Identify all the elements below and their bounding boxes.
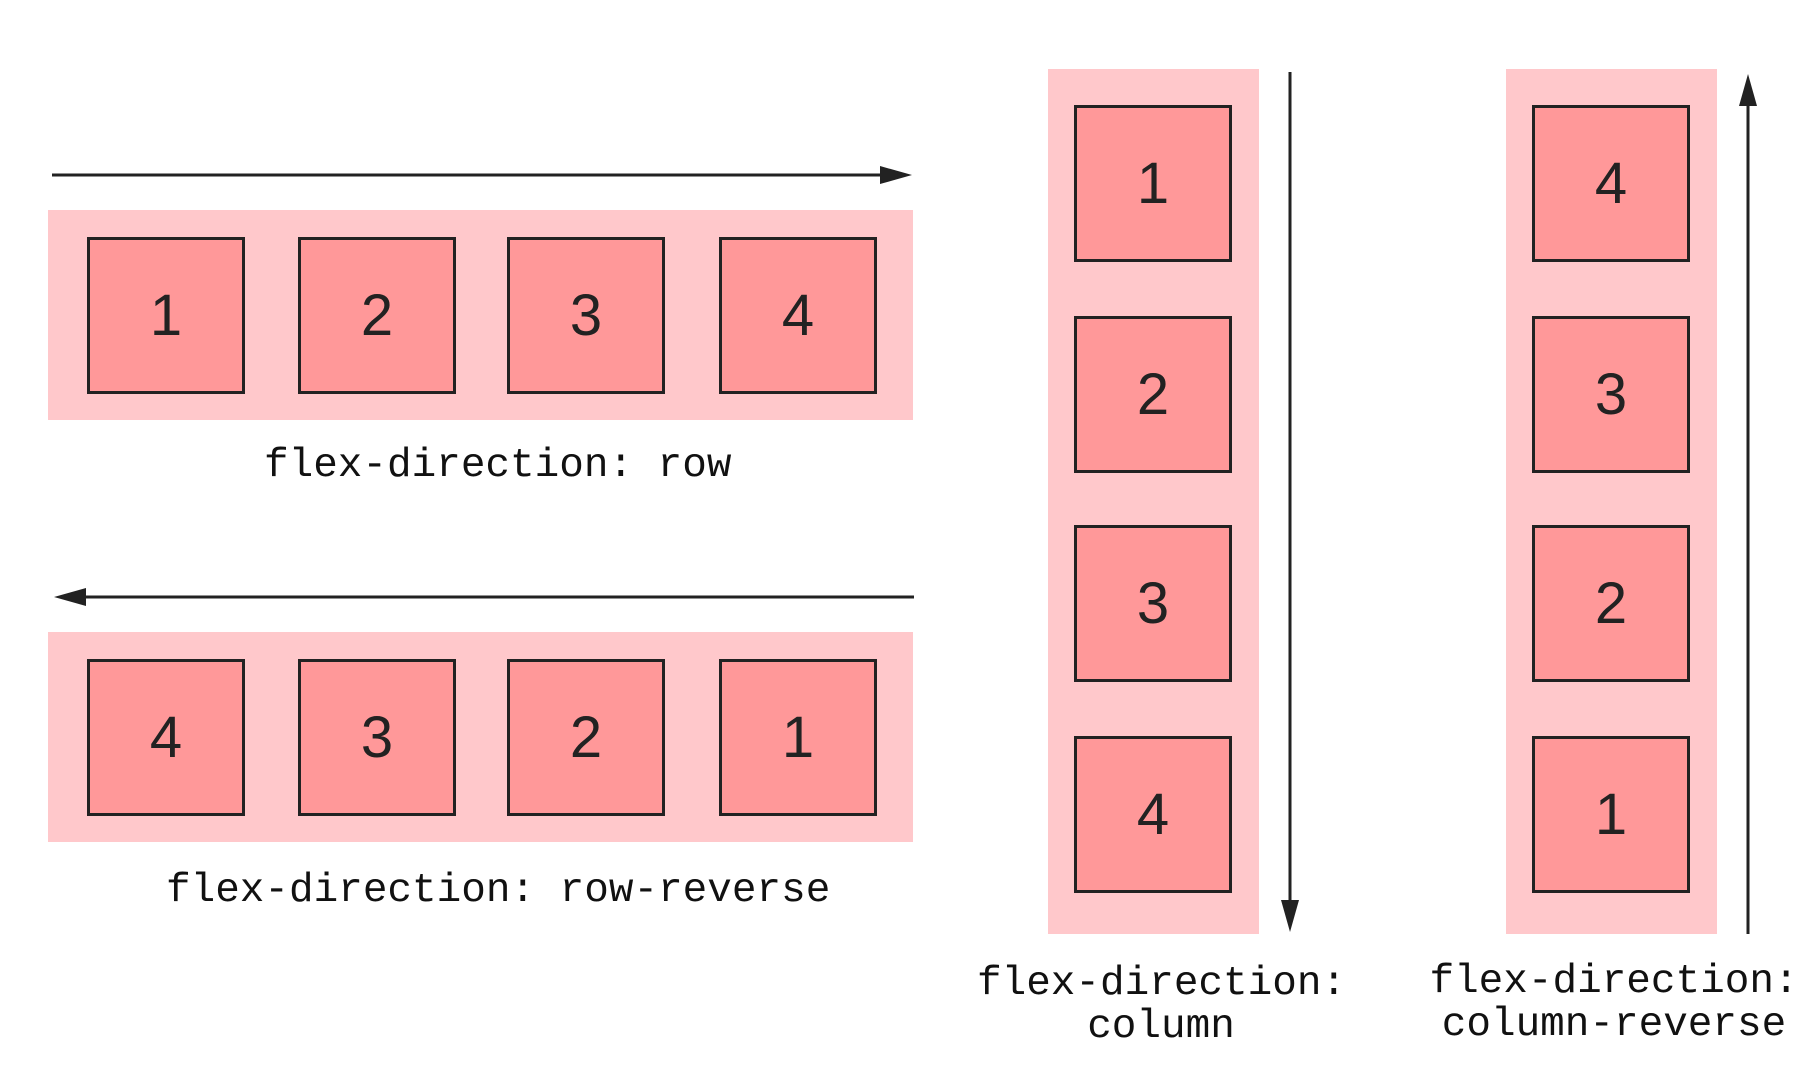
- column-flex-container: 1 2 3 4: [1048, 69, 1259, 934]
- row-direction-arrow: [52, 166, 912, 184]
- column-reverse-flex-container: 4 3 2 1: [1506, 69, 1717, 934]
- column-reverse-caption-line2: column-reverse: [1441, 1002, 1787, 1048]
- column-reverse-direction-arrow: [1739, 74, 1757, 934]
- column-direction-arrow: [1281, 72, 1299, 932]
- row-reverse-flex-container: 4 3 2 1: [48, 632, 913, 842]
- flex-item: 2: [507, 659, 665, 816]
- flex-item: 3: [298, 659, 456, 816]
- flex-item: 4: [1532, 105, 1690, 262]
- column-caption: flex-direction: column: [977, 961, 1347, 1050]
- column-caption-line1: flex-direction:: [977, 961, 1347, 1007]
- row-reverse-caption: flex-direction: row-reverse: [166, 868, 831, 914]
- flex-item: 3: [507, 237, 665, 394]
- flex-item: 1: [1532, 736, 1690, 893]
- row-reverse-direction-arrow: [54, 588, 914, 606]
- flex-item: 4: [87, 659, 245, 816]
- flex-item: 2: [1074, 316, 1232, 473]
- flex-item: 1: [719, 659, 877, 816]
- flex-item: 1: [87, 237, 245, 394]
- flex-item: 4: [1074, 736, 1232, 893]
- flex-item: 2: [298, 237, 456, 394]
- flex-item: 2: [1532, 525, 1690, 682]
- column-reverse-caption-line1: flex-direction:: [1429, 959, 1799, 1005]
- flex-item: 4: [719, 237, 877, 394]
- row-flex-container: 1 2 3 4: [48, 210, 913, 420]
- flex-item: 3: [1532, 316, 1690, 473]
- column-reverse-caption: flex-direction: column-reverse: [1428, 962, 1800, 1046]
- flex-item: 1: [1074, 105, 1232, 262]
- row-caption: flex-direction: row: [264, 443, 732, 489]
- column-caption-line2: column: [1087, 1004, 1235, 1050]
- flex-item: 3: [1074, 525, 1232, 682]
